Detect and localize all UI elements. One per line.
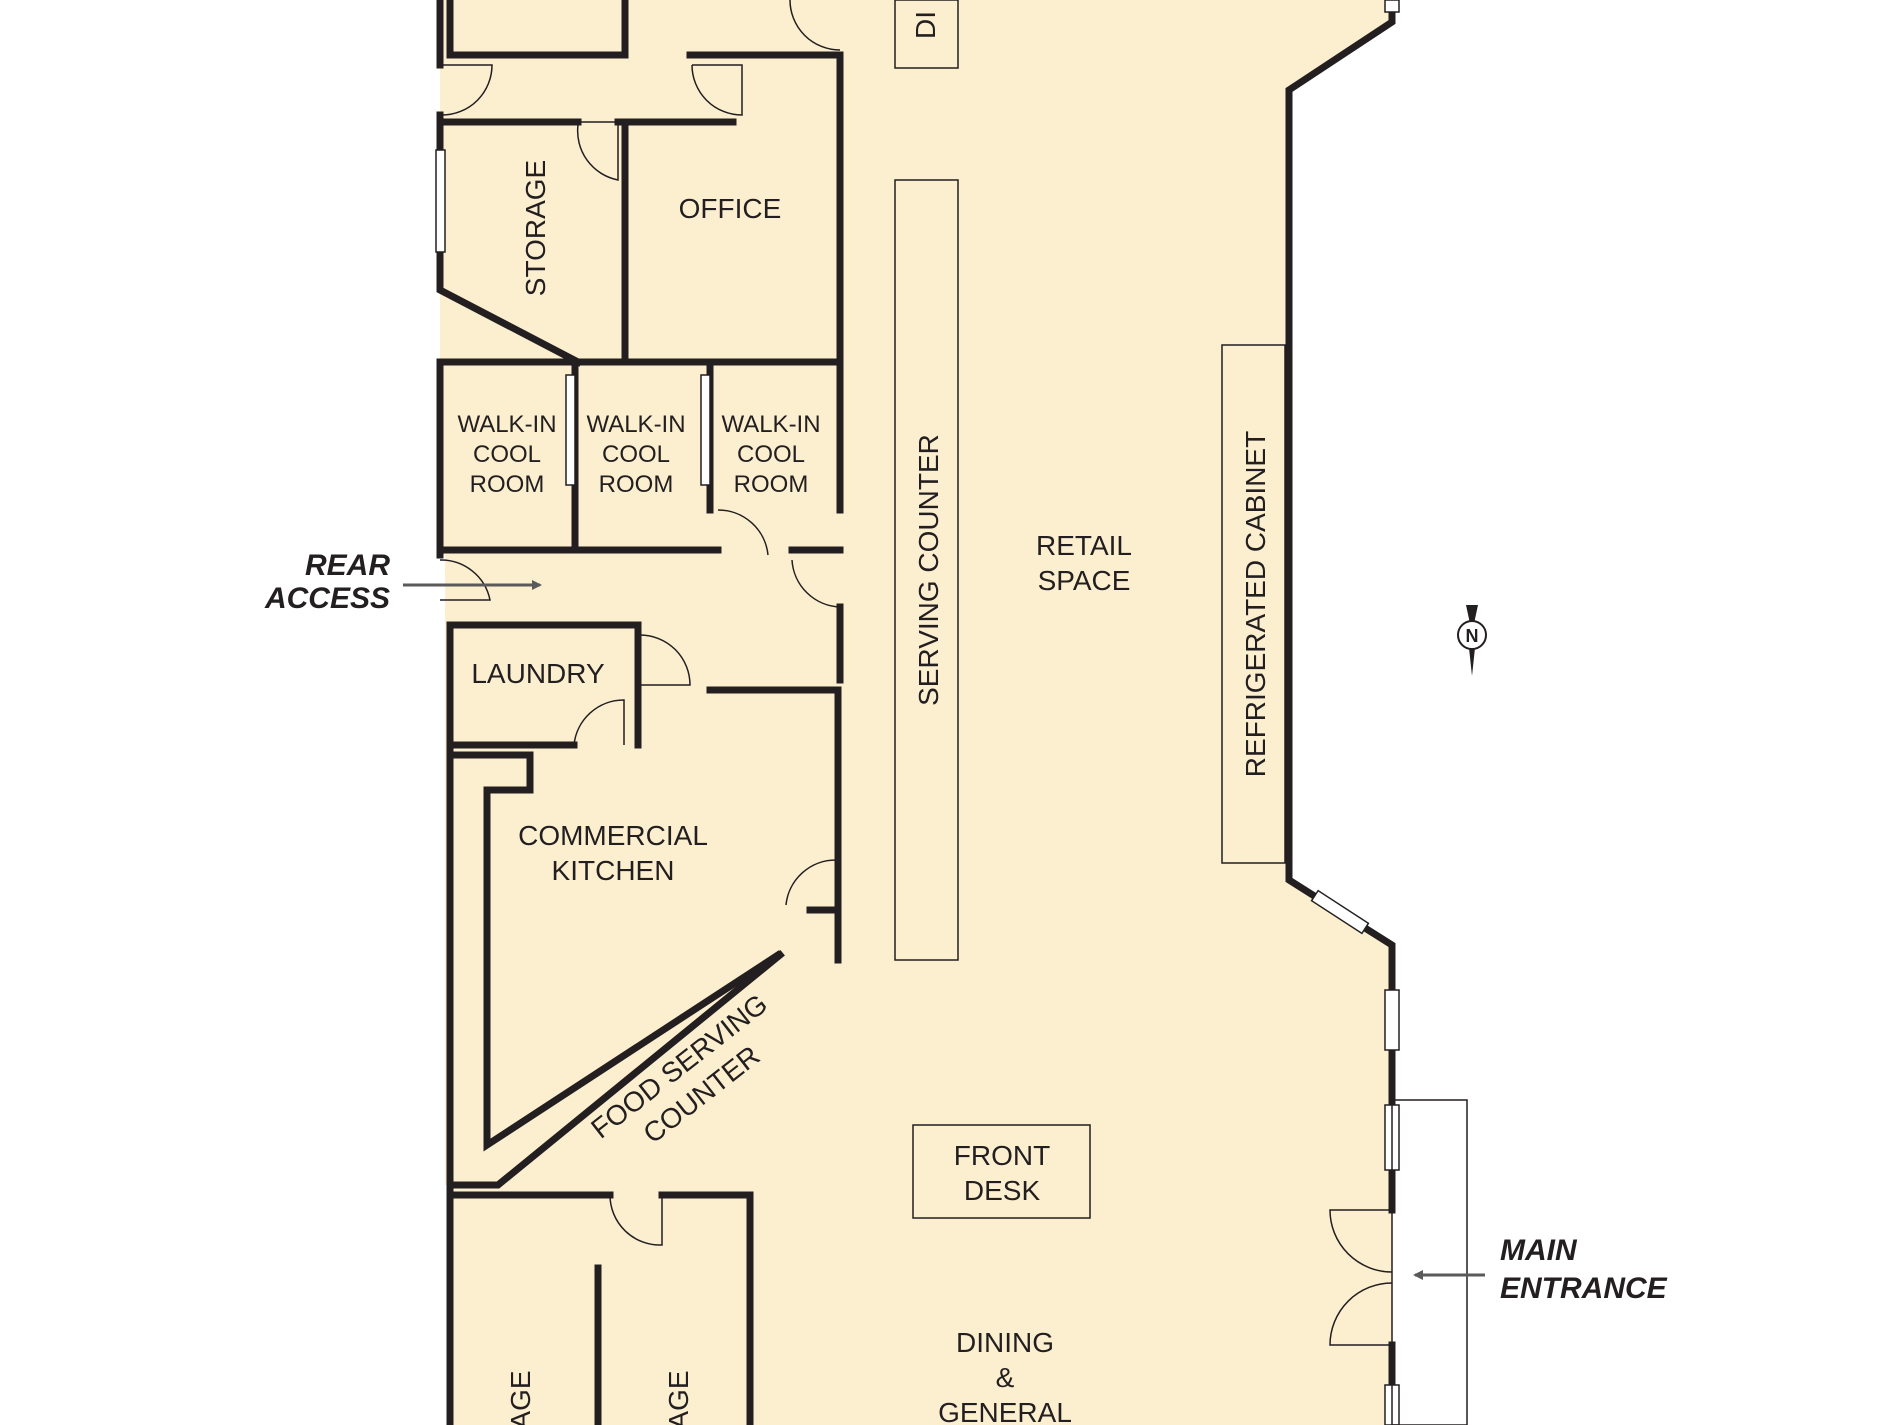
main-entrance-line-1: MAIN — [1500, 1234, 1578, 1267]
north-arrow-icon: N — [1457, 605, 1487, 676]
walkin-cool-room-3: WALK-IN COOL ROOM — [721, 411, 820, 498]
walkin-2-line-3: ROOM — [599, 471, 674, 498]
walkin-1-line-2: COOL — [473, 441, 541, 468]
north-label: N — [1466, 626, 1479, 646]
refrigerated-cabinet-label: REFRIGERATED CABINET — [1240, 431, 1271, 777]
walkin-2-line-2: COOL — [602, 441, 670, 468]
walkin-1-line-1: WALK-IN — [457, 411, 556, 438]
serving-counter-label: SERVING COUNTER — [913, 434, 944, 706]
top-truncated-label: DI — [910, 11, 941, 39]
office-label: OFFICE — [679, 193, 782, 224]
front-desk-line-1: FRONT — [954, 1140, 1050, 1171]
kitchen-label-line-2: KITCHEN — [552, 855, 675, 886]
storage-bottom-1-label: AGE — [505, 1370, 536, 1425]
retail-space-line-2: SPACE — [1038, 565, 1131, 596]
front-desk-line-2: DESK — [964, 1175, 1041, 1206]
storage-bottom-2-label: AGE — [663, 1370, 694, 1425]
rear-access-line-2: ACCESS — [264, 582, 390, 615]
rear-access-line-1: REAR — [305, 549, 390, 582]
kitchen-label-line-1: COMMERCIAL — [518, 820, 708, 851]
walkin-1-line-3: ROOM — [470, 471, 545, 498]
entrance-porch — [1391, 1099, 1468, 1425]
dining-line-2: & — [996, 1362, 1015, 1393]
laundry-label: LAUNDRY — [471, 658, 605, 689]
retail-space-line-1: RETAIL — [1036, 530, 1132, 561]
walkin-cool-room-1: WALK-IN COOL ROOM — [457, 411, 556, 498]
main-entrance-line-2: ENTRANCE — [1500, 1272, 1668, 1305]
walkin-3-line-3: ROOM — [734, 471, 809, 498]
refrigerated-cabinet — [1221, 344, 1286, 864]
walkin-3-line-2: COOL — [737, 441, 805, 468]
walkin-3-line-1: WALK-IN — [721, 411, 820, 438]
serving-counter — [894, 179, 959, 961]
interior-walls — [436, 0, 844, 1425]
walkin-2-line-1: WALK-IN — [586, 411, 685, 438]
walkin-cool-room-2: WALK-IN COOL ROOM — [586, 411, 685, 498]
dining-line-3: GENERAL — [938, 1397, 1072, 1425]
dining-line-1: DINING — [956, 1327, 1054, 1358]
doors — [439, 0, 1393, 1346]
front-desk — [912, 1124, 1091, 1219]
rear-access-annotation: REAR ACCESS — [264, 549, 542, 615]
top-display-box — [894, 0, 959, 69]
storage-label: STORAGE — [520, 160, 551, 296]
main-entrance-annotation: MAIN ENTRANCE — [1413, 1234, 1668, 1305]
